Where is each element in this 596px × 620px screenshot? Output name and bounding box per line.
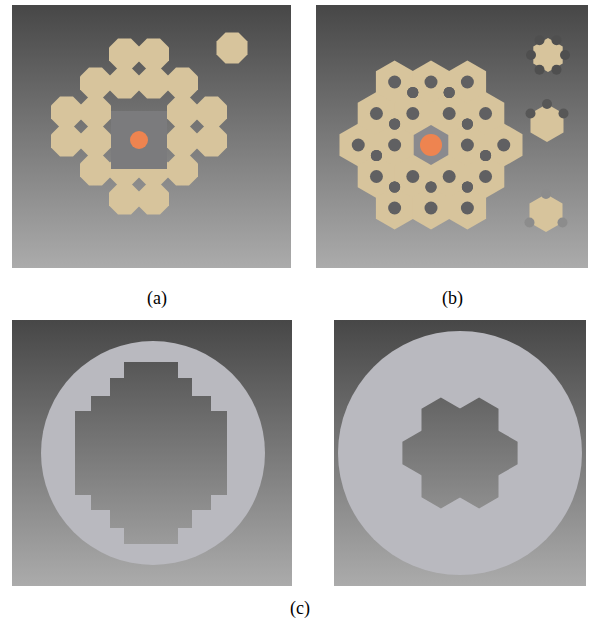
coolant-hole — [461, 202, 474, 215]
coolant-hole — [406, 107, 419, 120]
single-block — [531, 104, 564, 142]
coolant-hole — [407, 87, 418, 98]
coolant-hole — [388, 76, 401, 89]
block-notch — [552, 35, 562, 45]
fuel-block — [138, 68, 169, 99]
coolant-hole — [352, 139, 365, 152]
single-block — [530, 194, 563, 232]
coolant-hole — [479, 170, 492, 183]
block-notch — [552, 65, 562, 75]
coolant-hole — [479, 107, 492, 120]
block-notch — [525, 218, 535, 228]
coolant-hole — [389, 182, 400, 193]
coolant-hole — [426, 182, 437, 193]
coolant-hole — [462, 119, 473, 130]
coolant-hole — [480, 150, 491, 161]
coolant-hole — [462, 119, 473, 130]
fuel-block — [51, 97, 82, 128]
core-rod — [420, 134, 442, 156]
coolant-hole — [389, 182, 400, 193]
fuel-block — [167, 126, 198, 157]
panel-b-illustration — [316, 5, 588, 268]
panel-c-left-illustration — [12, 320, 292, 586]
coolant-hole — [462, 182, 473, 193]
outer-ring — [338, 331, 582, 575]
block-notch — [526, 50, 536, 60]
coolant-hole — [461, 139, 474, 152]
coolant-hole — [407, 87, 418, 98]
core-cavity — [111, 111, 167, 169]
fuel-block — [196, 97, 227, 128]
block-notch — [558, 218, 568, 228]
panel-c-right-illustration — [334, 320, 586, 586]
panel-label: (c) — [290, 598, 310, 619]
fuel-block — [138, 184, 169, 215]
coolant-hole — [425, 202, 438, 215]
coolant-hole — [443, 107, 456, 120]
block-notch — [542, 99, 552, 109]
panel-label: (a) — [147, 288, 167, 309]
coolant-hole — [444, 87, 455, 98]
fuel-block — [109, 68, 140, 99]
coolant-hole — [462, 119, 473, 130]
coolant-hole — [461, 76, 474, 89]
coolant-hole — [406, 170, 419, 183]
hex-block — [485, 123, 523, 166]
coolant-hole — [462, 182, 473, 193]
coolant-hole — [389, 119, 400, 130]
fuel-block — [80, 155, 111, 186]
panel-a-illustration — [12, 5, 291, 268]
fuel-block — [138, 39, 169, 70]
coolant-hole — [388, 202, 401, 215]
coolant-hole — [407, 87, 418, 98]
fuel-block — [109, 184, 140, 215]
coolant-hole — [370, 170, 383, 183]
fuel-block — [80, 68, 111, 99]
coolant-hole — [371, 150, 382, 161]
coolant-hole — [426, 182, 437, 193]
coolant-hole — [371, 150, 382, 161]
block-notch — [535, 65, 545, 75]
coolant-hole — [444, 87, 455, 98]
block-notch — [541, 189, 551, 199]
coolant-hole — [497, 139, 510, 152]
coolant-hole — [389, 119, 400, 130]
fuel-block — [167, 97, 198, 128]
fuel-block — [51, 126, 82, 157]
coolant-hole — [389, 182, 400, 193]
fuel-block — [109, 39, 140, 70]
core-cavity — [414, 125, 449, 165]
block-notch — [526, 109, 536, 119]
core-rod — [130, 131, 148, 149]
coolant-hole — [425, 76, 438, 89]
coolant-hole — [371, 150, 382, 161]
panel-label: (b) — [442, 288, 463, 309]
block-notch — [535, 35, 545, 45]
fuel-block — [80, 97, 111, 128]
fuel-block — [167, 155, 198, 186]
coolant-hole — [426, 182, 437, 193]
outer-ring — [41, 341, 265, 565]
coolant-hole — [480, 150, 491, 161]
coolant-hole — [462, 182, 473, 193]
coolant-hole — [370, 107, 383, 120]
block-notch — [559, 109, 569, 119]
block-notch — [560, 50, 570, 60]
coolant-hole — [389, 119, 400, 130]
coolant-hole — [388, 139, 401, 152]
single-block — [217, 33, 248, 64]
coolant-hole — [444, 87, 455, 98]
coolant-hole — [443, 170, 456, 183]
fuel-block — [167, 68, 198, 99]
fuel-block — [80, 126, 111, 157]
coolant-hole — [480, 150, 491, 161]
fuel-block — [196, 126, 227, 157]
